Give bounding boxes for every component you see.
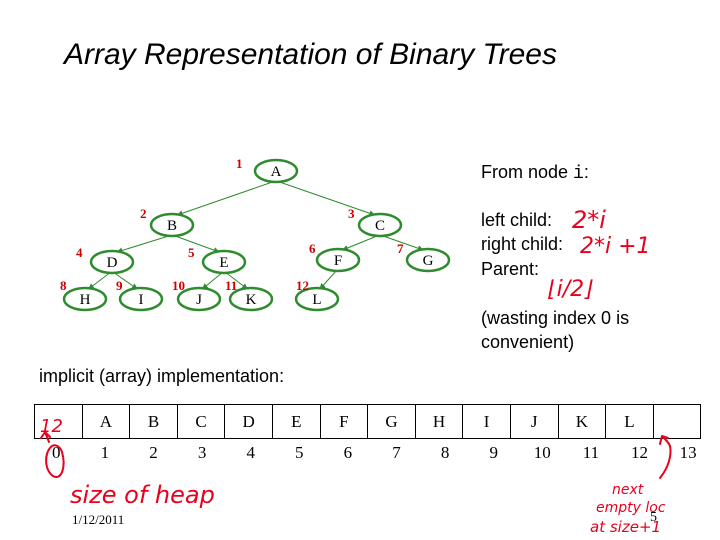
tree-node-label: D <box>107 255 118 271</box>
tree-edge <box>114 272 138 290</box>
parent-label: Parent: <box>481 259 540 279</box>
from-node-var: i <box>573 164 584 184</box>
tree-edge <box>342 235 378 251</box>
array-cell: E <box>271 404 321 439</box>
tree-node-a <box>253 158 299 184</box>
tree-node-index: 7 <box>397 241 404 256</box>
tree-node-label: F <box>334 253 342 269</box>
note-line-2: convenient) <box>481 332 575 352</box>
tree-node-h <box>62 286 108 312</box>
tree-node-index: 9 <box>116 278 123 293</box>
tree-node-index: 1 <box>236 156 243 171</box>
right-child-label: right child: <box>481 234 564 254</box>
tree-node-l <box>294 286 340 312</box>
array-cell: J <box>509 404 559 439</box>
array-index-label: 8 <box>440 443 450 462</box>
array-index-label: 13 <box>679 443 697 462</box>
tree-edge <box>383 235 424 252</box>
tree-edge <box>175 235 220 253</box>
array-index-label: 0 <box>52 443 61 462</box>
tree-node-label: L <box>312 292 321 308</box>
array-index-label: 1 <box>100 443 110 462</box>
tree-node-label: J <box>196 292 202 308</box>
array-row: A B C D E F G H I J K L <box>34 404 702 439</box>
tree-edge <box>176 181 273 217</box>
implementation-label: implicit (array) implementation: <box>39 366 285 386</box>
tree-node-c <box>357 212 403 238</box>
tree-node-label: H <box>80 292 91 308</box>
tree-node-index: 8 <box>60 278 67 293</box>
array-cell: G <box>367 404 416 439</box>
array-index-label: 9 <box>489 443 498 462</box>
array-cell <box>652 404 702 439</box>
footer-page-number: 5 <box>650 510 657 525</box>
array-cell: B <box>129 404 178 439</box>
array-cell: L <box>605 404 654 439</box>
tree-node-index: 3 <box>348 206 355 221</box>
note-line-1: (wasting index 0 is <box>481 308 630 328</box>
array-cell: I <box>462 404 511 439</box>
tree-node-label: E <box>219 255 228 271</box>
array-cell: H <box>414 404 464 439</box>
tree-node-label: C <box>375 218 385 234</box>
array-cell: C <box>176 404 226 439</box>
tree-node-index: 5 <box>188 245 195 260</box>
left-child-label: left child: <box>481 210 553 230</box>
slide-title: Array Representation of Binary Trees <box>64 38 557 71</box>
tree-edge <box>88 272 110 290</box>
ink-size-of-heap: size of heap <box>70 481 215 509</box>
from-node-line: From node i: <box>481 162 589 184</box>
tree-node-index: 2 <box>140 206 147 221</box>
tree-node-label: B <box>167 218 177 234</box>
tree-node-i <box>118 286 164 312</box>
array-index-label: 4 <box>246 443 255 462</box>
array-index-label: 2 <box>149 443 158 462</box>
tree-node-index: 6 <box>309 241 316 256</box>
array-cell <box>34 404 83 439</box>
tree-node-index: 10 <box>172 278 185 293</box>
tree-node-k <box>228 286 274 312</box>
tree-edge <box>319 270 337 290</box>
from-node-colon: : <box>583 162 589 182</box>
tree-node-b <box>149 212 195 238</box>
from-node-text: From node <box>481 162 574 182</box>
array-cell: K <box>557 404 607 439</box>
tree-node-index: 11 <box>225 278 237 293</box>
tree-edge <box>201 272 223 290</box>
array-index-label: 11 <box>582 443 600 462</box>
tree-edge <box>226 272 248 290</box>
tree-node-index: 12 <box>296 278 309 293</box>
array-cell: D <box>224 404 273 439</box>
tree-node-f <box>315 247 361 273</box>
tree-node-label: G <box>423 253 434 269</box>
array-cell: A <box>81 404 131 439</box>
tree-node-g <box>405 247 451 273</box>
array-index-label: 3 <box>197 443 207 462</box>
tree-edge <box>279 181 376 217</box>
tree-node-d <box>89 249 135 275</box>
tree-node-index: 4 <box>76 245 83 260</box>
tree-node-label: I <box>139 292 144 308</box>
tree-edge <box>116 235 169 254</box>
array-table: A B C D E F G H I J K L <box>34 404 702 439</box>
footer-date: 1/12/2011 <box>72 512 125 527</box>
tree-node-label: A <box>271 164 282 180</box>
array-index-label: 12 <box>631 443 648 462</box>
tree-node-j <box>176 286 222 312</box>
array-index-label: 5 <box>295 443 304 462</box>
array-index-label: 10 <box>533 443 551 462</box>
ink-next-note-1: next <box>612 482 644 498</box>
array-index-label: 6 <box>343 443 353 462</box>
tree-node-label: K <box>246 292 257 308</box>
tree-node-e <box>201 249 247 275</box>
array-index-label: 7 <box>392 443 401 462</box>
array-cell: F <box>319 404 369 439</box>
